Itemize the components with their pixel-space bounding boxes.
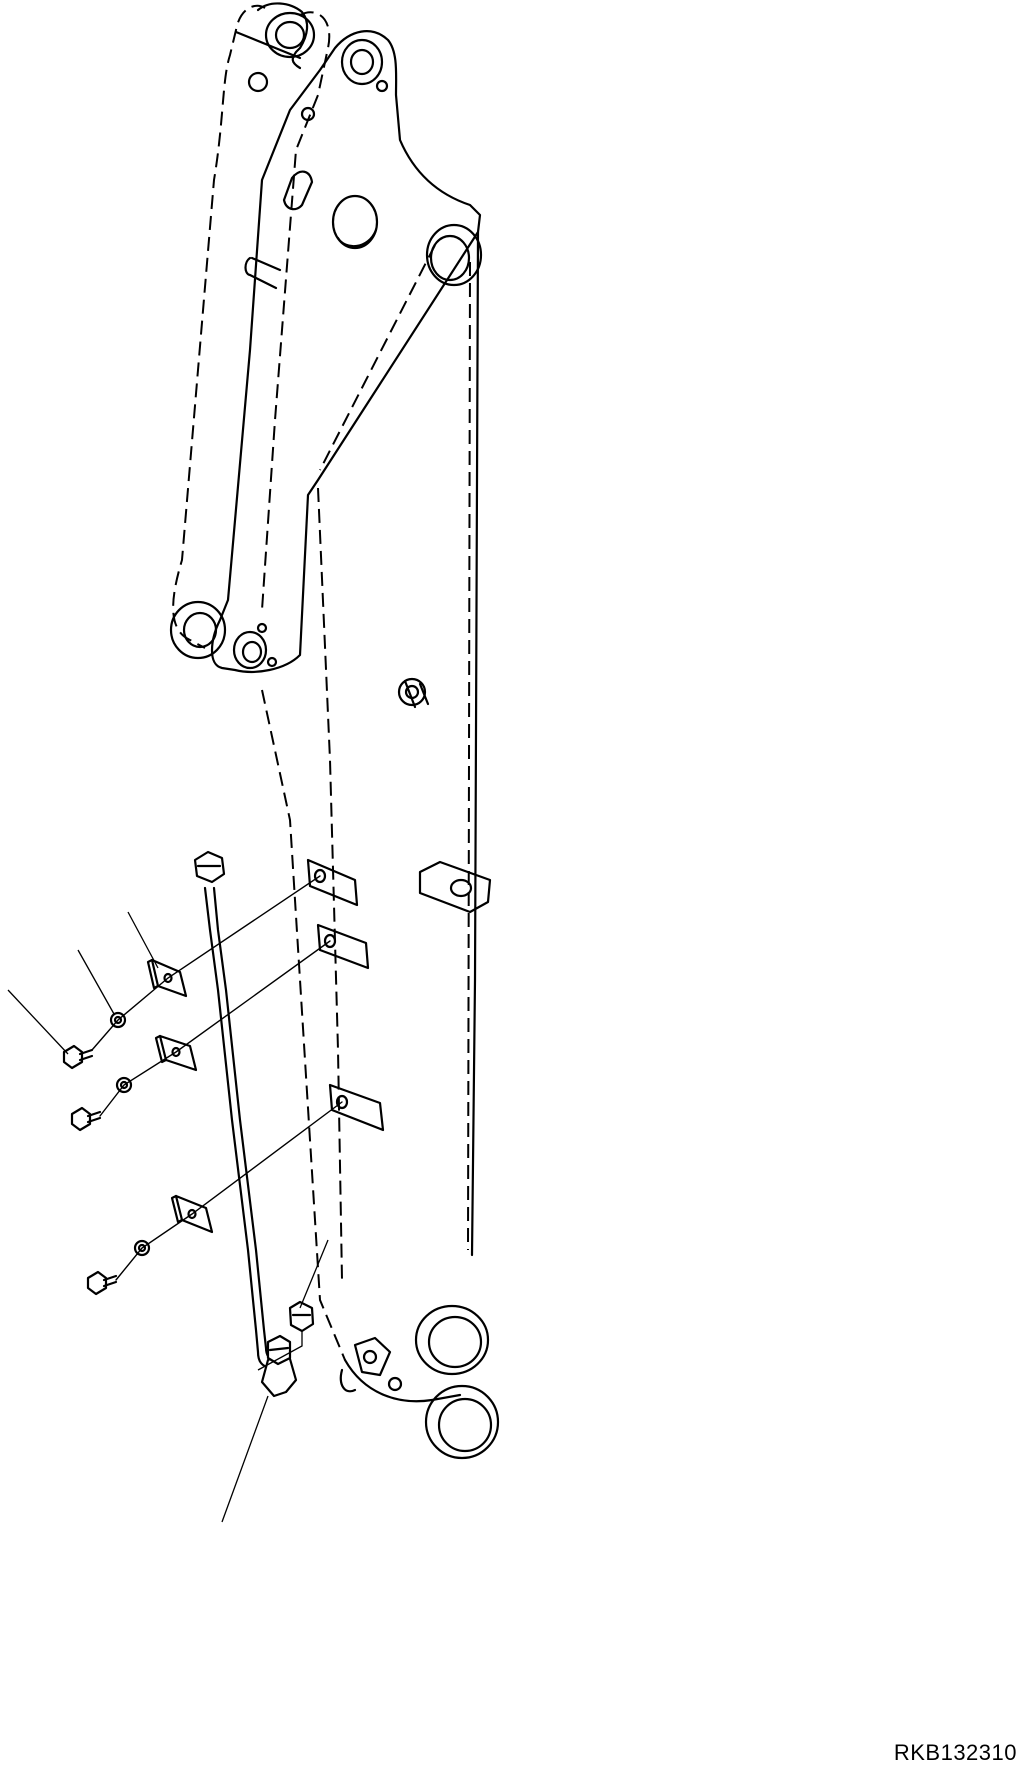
bolt-3 (86, 1270, 118, 1296)
leader-washer (77, 949, 115, 1015)
arm-box-front-edge (470, 230, 480, 1257)
upper-hole-right (375, 79, 389, 93)
leader-connector (299, 1239, 329, 1309)
lower-end-bracket (339, 1336, 403, 1393)
leader-clamp (127, 911, 159, 969)
mounting-pads (306, 858, 385, 1132)
pin-bosses (169, 11, 500, 1460)
boom-head-pin-boss (425, 223, 483, 287)
bucket-pin-boss-lower (424, 1384, 500, 1460)
tube-top-nut (193, 850, 226, 884)
arm-rear-plate-inner (261, 11, 331, 611)
lower-left-pin-boss (169, 600, 227, 660)
mid-stub-pipe (397, 677, 430, 709)
tube-elbow-fitting (260, 1334, 298, 1398)
arm-side-bracket (418, 860, 492, 914)
clamp-set-2 (70, 1034, 198, 1132)
assembly-center-lines (91, 875, 343, 1281)
drawing-reference-code: RKB132310 (893, 1740, 1017, 1765)
lower-front-pin-boss (232, 630, 268, 670)
leader-elbow (221, 1395, 269, 1523)
arm-box-lower-left (261, 689, 346, 1361)
clamp-set-3 (86, 1194, 214, 1296)
connector-nut (288, 1300, 315, 1333)
connector-leader (257, 1331, 303, 1371)
arm-box-inner-left (317, 487, 343, 1281)
arm-structure (172, 2, 482, 1403)
upper-hole-mid (300, 106, 316, 122)
leader-bolt (7, 989, 69, 1055)
bucket-pin-boss-upper (414, 1304, 490, 1376)
upper-hole-small (247, 71, 269, 93)
top-pin-boss-front (340, 38, 384, 86)
arm-lower-end (343, 1358, 462, 1403)
mounting-pad-1 (306, 858, 359, 907)
upper-through-hole (331, 194, 379, 250)
hydraulic-tube-assembly (193, 850, 315, 1398)
callout-leaders (7, 911, 329, 1523)
small-hole-a (256, 622, 268, 634)
mounting-pad-3 (328, 1083, 385, 1132)
arm-box-front-edge-hidden (467, 261, 471, 1251)
tube-line-inner (212, 886, 278, 1364)
small-hole-b (266, 656, 278, 668)
arm-upper-diagonal (319, 244, 436, 471)
mounting-pad-2 (316, 923, 370, 970)
top-pin-boss-rear (264, 11, 316, 59)
center-line-2 (99, 940, 331, 1117)
center-line-3 (115, 1101, 343, 1281)
clamp-2 (154, 1034, 198, 1072)
arm-top-contour (256, 2, 309, 70)
center-line-1 (91, 875, 321, 1051)
bolt-1 (62, 1044, 94, 1070)
upper-tube (244, 256, 282, 290)
upper-crossbar (282, 170, 314, 211)
bolt-2 (70, 1106, 102, 1132)
clamp-3 (170, 1194, 214, 1234)
arm-front-plate (210, 30, 482, 673)
arm-rear-plate (172, 4, 266, 649)
